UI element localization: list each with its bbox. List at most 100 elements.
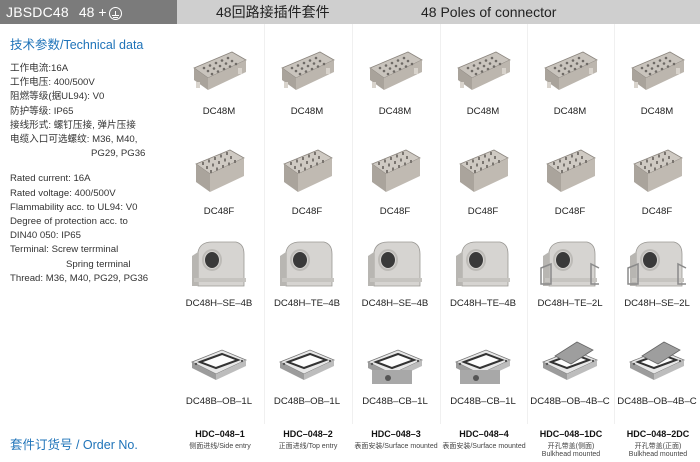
base-image	[539, 336, 601, 388]
spec-cn: PG29, PG36	[91, 148, 146, 160]
product-code-label: DC48M	[466, 106, 500, 117]
female-insert-image	[188, 146, 250, 198]
product-code-label: DC48B–OB–1L	[185, 396, 253, 407]
male-insert-image	[364, 46, 426, 98]
title-banner: 48回路接插件套件 48 Poles of connector	[177, 0, 700, 24]
product-code-label: DC48F	[203, 206, 235, 217]
product-code-label: DC48H–SE–4B	[361, 298, 429, 309]
hood-image	[276, 238, 338, 290]
model-banner: JBSDC48 48 +	[0, 0, 177, 24]
header-bar: JBSDC48 48 + 48回路接插件套件 48 Poles of conne…	[0, 0, 700, 24]
spec-en: Rated current: 16A	[10, 173, 91, 185]
title-english: 48 Poles of connector	[421, 4, 557, 20]
pole-count: 48 +	[78, 4, 107, 20]
technical-data-title: 技术参数/Technical data	[10, 38, 144, 52]
male-insert-image	[188, 46, 250, 98]
spec-en: Rated voltage: 400/500V	[10, 187, 116, 199]
order-code: HDC–048–2DC	[626, 429, 690, 439]
product-code-label: DC48B–OB–4B–C	[617, 396, 697, 407]
product-code-label: DC48H–TE–4B	[273, 298, 341, 309]
product-item-hood: DC48H–SE–4B	[350, 238, 440, 309]
spec-en: Spring terminal	[66, 258, 131, 270]
order-description: 开孔带盖(正面)	[634, 443, 682, 450]
product-item-male-insert: DC48M	[612, 46, 700, 117]
product-item-hood: DC48H–SE–4B	[174, 238, 264, 309]
hood-image	[188, 238, 250, 290]
spec-en: DIN40 050: IP65	[10, 230, 81, 242]
product-code-label: DC48H–TE–4B	[449, 298, 517, 309]
order-description: 表面安装/Surface mounted	[354, 443, 438, 450]
product-item-base: DC48B–CB–1L	[350, 336, 440, 407]
product-code-label: DC48F	[379, 206, 411, 217]
product-item-female-insert: DC48F	[262, 146, 352, 217]
hood-image	[626, 238, 688, 290]
product-code-label: DC48F	[467, 206, 499, 217]
product-code-label: DC48F	[554, 206, 586, 217]
order-code: HDC–048–2	[283, 429, 333, 439]
order-title: 套件订货号 / Order No.	[10, 438, 138, 452]
order-code: HDC–048–4	[459, 429, 509, 439]
spec-cn: 工作电压: 400/500V	[10, 77, 95, 89]
product-item-hood: DC48H–TE–4B	[438, 238, 528, 309]
female-insert-image	[626, 146, 688, 198]
spec-cn: 工作电流:16A	[10, 63, 69, 74]
product-item-female-insert: DC48F	[612, 146, 700, 217]
product-item-male-insert: DC48M	[525, 46, 615, 117]
product-code-label: DC48B–OB–1L	[273, 396, 341, 407]
model-name: JBSDC48	[6, 4, 69, 20]
female-insert-image	[539, 146, 601, 198]
spec-cn: 阻燃等级(据UL94): V0	[10, 91, 105, 103]
product-item-hood: DC48H–TE–4B	[262, 238, 352, 309]
male-insert-image	[539, 46, 601, 98]
product-item-male-insert: DC48M	[350, 46, 440, 117]
order-code: HDC–048–3	[371, 429, 421, 439]
technical-data-panel: 技术参数/Technical data 工作电流:16A 工作电压: 400/5…	[10, 34, 175, 286]
spec-en: Flammability acc. to UL94: V0	[10, 201, 138, 213]
product-code-label: DC48M	[202, 106, 236, 117]
product-item-base: DC48B–OB–4B–C	[525, 336, 615, 407]
base-image	[276, 336, 338, 388]
female-insert-image	[452, 146, 514, 198]
spec-en: Terminal: Screw terrminal	[10, 244, 119, 256]
product-code-label: DC48H–SE–2L	[624, 298, 690, 309]
product-item-base: DC48B–OB–1L	[174, 336, 264, 407]
hood-image	[539, 238, 601, 290]
base-image	[188, 336, 250, 388]
order-description: 侧面进线/Side entry	[189, 443, 251, 450]
male-insert-image	[452, 46, 514, 98]
product-code-label: DC48H–SE–4B	[185, 298, 253, 309]
product-code-label: DC48M	[553, 106, 587, 117]
product-item-female-insert: DC48F	[350, 146, 440, 217]
product-item-female-insert: DC48F	[174, 146, 264, 217]
product-code-label: DC48M	[290, 106, 324, 117]
spec-en: Thread: M36, M40, PG29, PG36	[10, 272, 149, 284]
order-code: HDC–048–1DC	[539, 429, 603, 439]
product-code-label: DC48F	[641, 206, 673, 217]
male-insert-image	[276, 46, 338, 98]
product-item-male-insert: DC48M	[174, 46, 264, 117]
product-item-base: DC48B–CB–1L	[438, 336, 528, 407]
product-code-label: DC48B–OB–4B–C	[530, 396, 610, 407]
product-code-label: DC48F	[291, 206, 323, 217]
base-image	[364, 336, 426, 388]
order-number-item: HDC–048–3 表面安装/Surface mounted	[351, 429, 441, 451]
product-code-label: DC48B–CB–1L	[362, 396, 428, 407]
product-item-female-insert: DC48F	[525, 146, 615, 217]
order-description-en: Bulkhead mounted	[541, 451, 601, 458]
spec-en: Degree of protection acc. to	[10, 216, 128, 228]
product-code-label: DC48B–CB–1L	[450, 396, 516, 407]
product-item-male-insert: DC48M	[262, 46, 352, 117]
spec-cn: 防护等级: IP65	[10, 105, 74, 117]
base-image	[452, 336, 514, 388]
base-image	[626, 336, 688, 388]
title-chinese: 48回路接插件套件	[216, 4, 330, 20]
order-number-item: HDC–048–1 侧面进线/Side entry	[175, 429, 265, 451]
order-code: HDC–048–1	[195, 429, 245, 439]
hood-image	[364, 238, 426, 290]
ground-symbol-icon	[108, 6, 122, 20]
product-item-hood: DC48H–SE–2L	[612, 238, 700, 309]
hood-image	[452, 238, 514, 290]
